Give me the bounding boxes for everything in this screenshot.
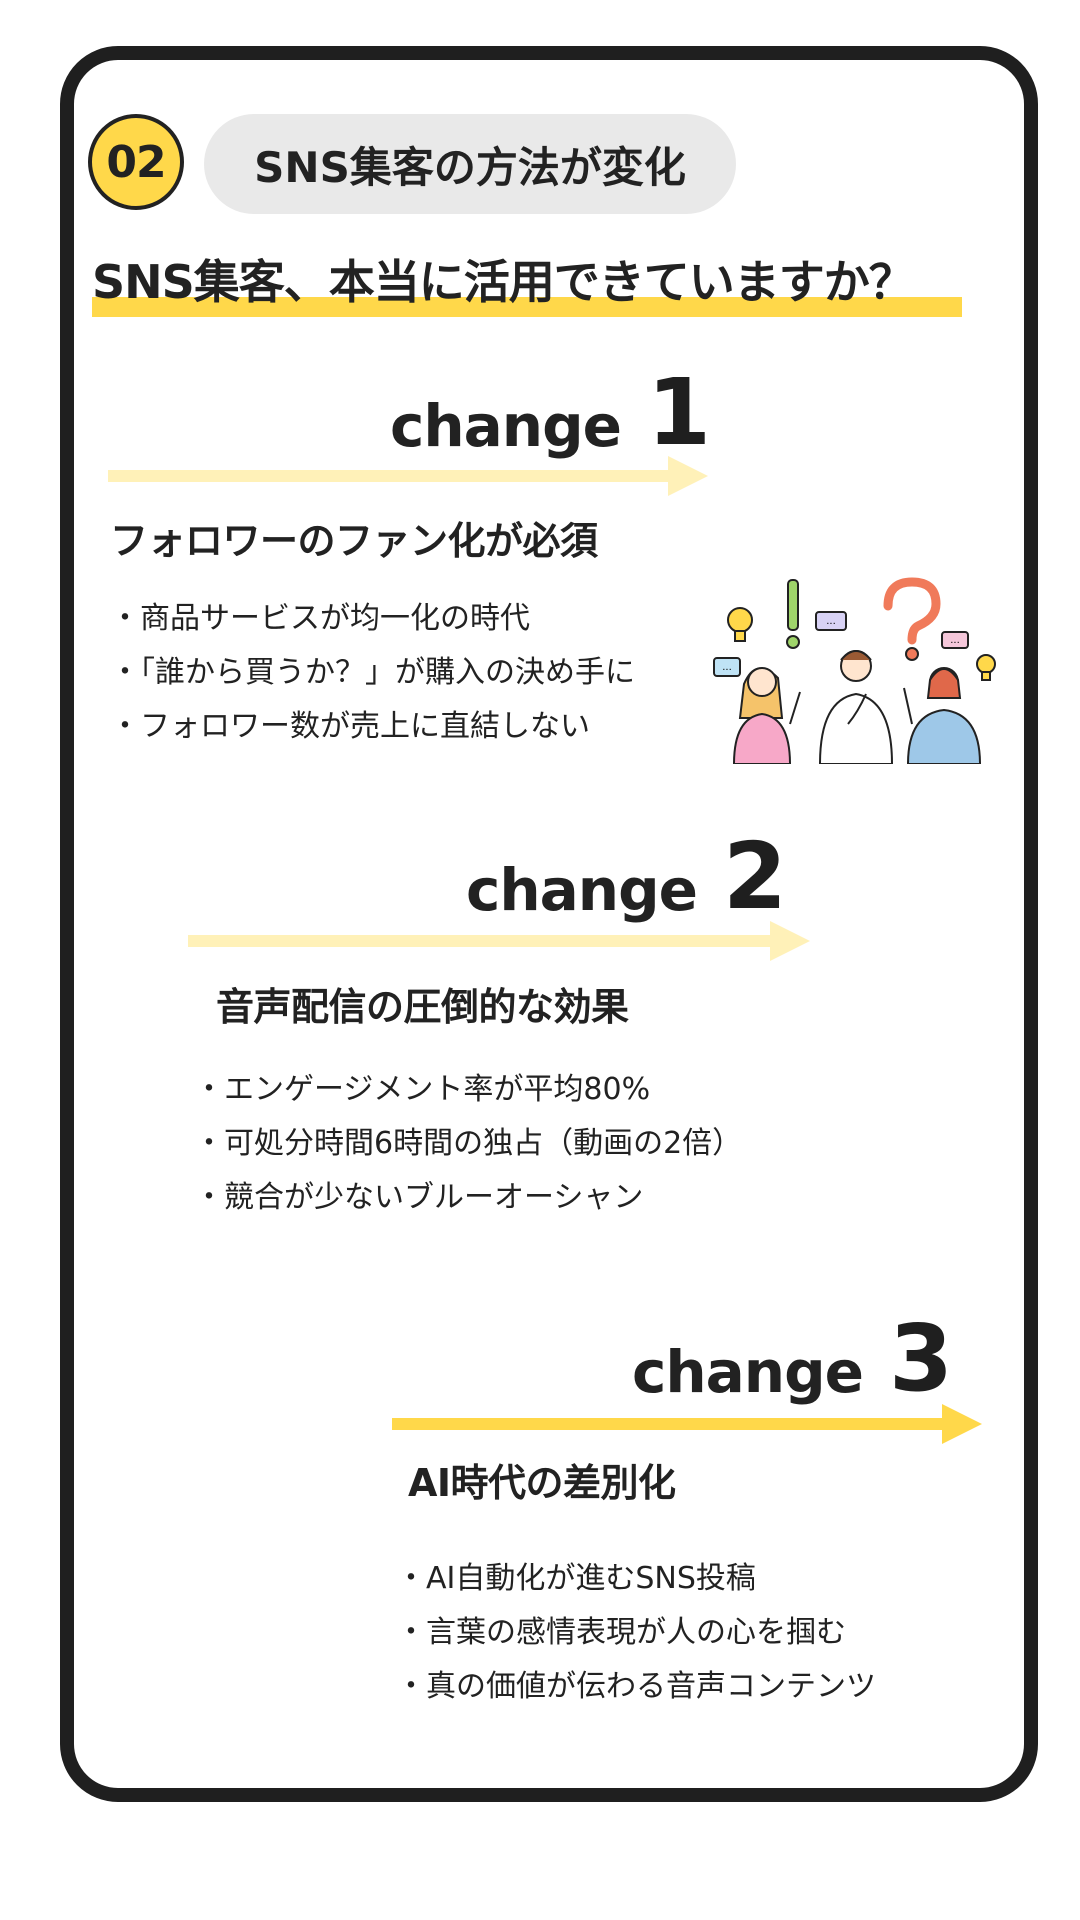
section-number-badge: 02 bbox=[88, 114, 184, 210]
list-item: 可処分時間6時間の独占（動画の2倍） bbox=[194, 1117, 742, 1171]
speech-bubble-icon: ... bbox=[941, 631, 969, 649]
change-1-label: change 1 1 bbox=[390, 359, 720, 471]
list-item: 真の価値が伝わる音声コンテンツ bbox=[396, 1660, 876, 1714]
change-1-word: change bbox=[390, 391, 622, 460]
speech-bubble-icon: ... bbox=[713, 657, 741, 677]
change-3-number: 3 3 bbox=[888, 1305, 962, 1417]
change-1-arrow bbox=[108, 456, 708, 496]
list-item: AI自動化が進むSNS投稿 bbox=[396, 1552, 876, 1606]
list-item: 競合が少ないブルーオーシャン bbox=[194, 1171, 742, 1225]
page-headline: SNS集客、本当に活用できていますか？ bbox=[92, 255, 915, 309]
lightbulb-icon bbox=[976, 654, 996, 681]
svg-text:...: ... bbox=[950, 635, 960, 646]
change-1-number: 1 1 bbox=[646, 359, 720, 471]
person-center-icon bbox=[818, 650, 894, 764]
question-mark-icon bbox=[883, 577, 941, 661]
speech-bubble-icon: ... bbox=[815, 611, 847, 631]
person-right-icon bbox=[903, 667, 982, 764]
change-1-bullet-list: 商品サービスが均一化の時代 「誰から買うか？」が購入の決め手に フォロワー数が売… bbox=[110, 592, 635, 754]
change-2-bullet-list: エンゲージメント率が平均80% 可処分時間6時間の独占（動画の2倍） 競合が少な… bbox=[194, 1063, 742, 1225]
svg-text:...: ... bbox=[722, 662, 732, 673]
change-2-title: 音声配信の圧倒的な効果 bbox=[216, 985, 629, 1029]
change-3-arrow bbox=[392, 1404, 982, 1444]
list-item: フォロワー数が売上に直結しない bbox=[110, 700, 635, 754]
person-left-icon bbox=[732, 667, 801, 764]
list-item: 「誰から買うか？」が購入の決め手に bbox=[110, 646, 635, 700]
change-1-title: フォロワーのファン化が必須 bbox=[110, 519, 598, 563]
list-item: エンゲージメント率が平均80% bbox=[194, 1063, 742, 1117]
list-item: 言葉の感情表現が人の心を掴む bbox=[396, 1606, 876, 1660]
headline-highlight bbox=[92, 297, 962, 317]
exclamation-icon bbox=[786, 579, 800, 649]
svg-text:...: ... bbox=[826, 616, 836, 627]
change-3-label: change 3 3 bbox=[632, 1305, 962, 1417]
section-title-pill: SNS集客の方法が変化 bbox=[204, 114, 736, 214]
change-2-arrow bbox=[188, 921, 810, 961]
lightbulb-icon bbox=[727, 607, 753, 642]
people-thinking-illustration: ... ... ... bbox=[713, 577, 996, 764]
change-3-word: change bbox=[632, 1337, 864, 1406]
content-card bbox=[60, 46, 1038, 1802]
change-2-number: 2 2 bbox=[722, 823, 796, 935]
change-2-label: change 2 2 bbox=[466, 823, 796, 935]
change-3-bullet-list: AI自動化が進むSNS投稿 言葉の感情表現が人の心を掴む 真の価値が伝わる音声コ… bbox=[396, 1552, 876, 1714]
list-item: 商品サービスが均一化の時代 bbox=[110, 592, 635, 646]
change-2-word: change bbox=[466, 855, 698, 924]
change-3-title: AI時代の差別化 bbox=[408, 1461, 676, 1505]
